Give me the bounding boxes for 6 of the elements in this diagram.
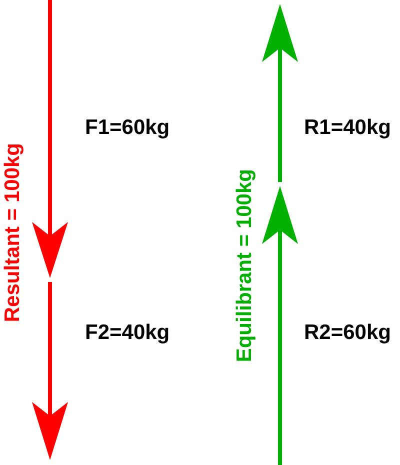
force-label: R1=40kg <box>304 117 391 138</box>
resultant-label: Resultant = 100kg <box>2 142 22 322</box>
force-label: F2=40kg <box>85 322 170 343</box>
force-label: R2=60kg <box>304 322 391 343</box>
force-label: F1=60kg <box>85 117 170 138</box>
equilibrant-label: Equilibrant = 100kg <box>234 168 254 362</box>
